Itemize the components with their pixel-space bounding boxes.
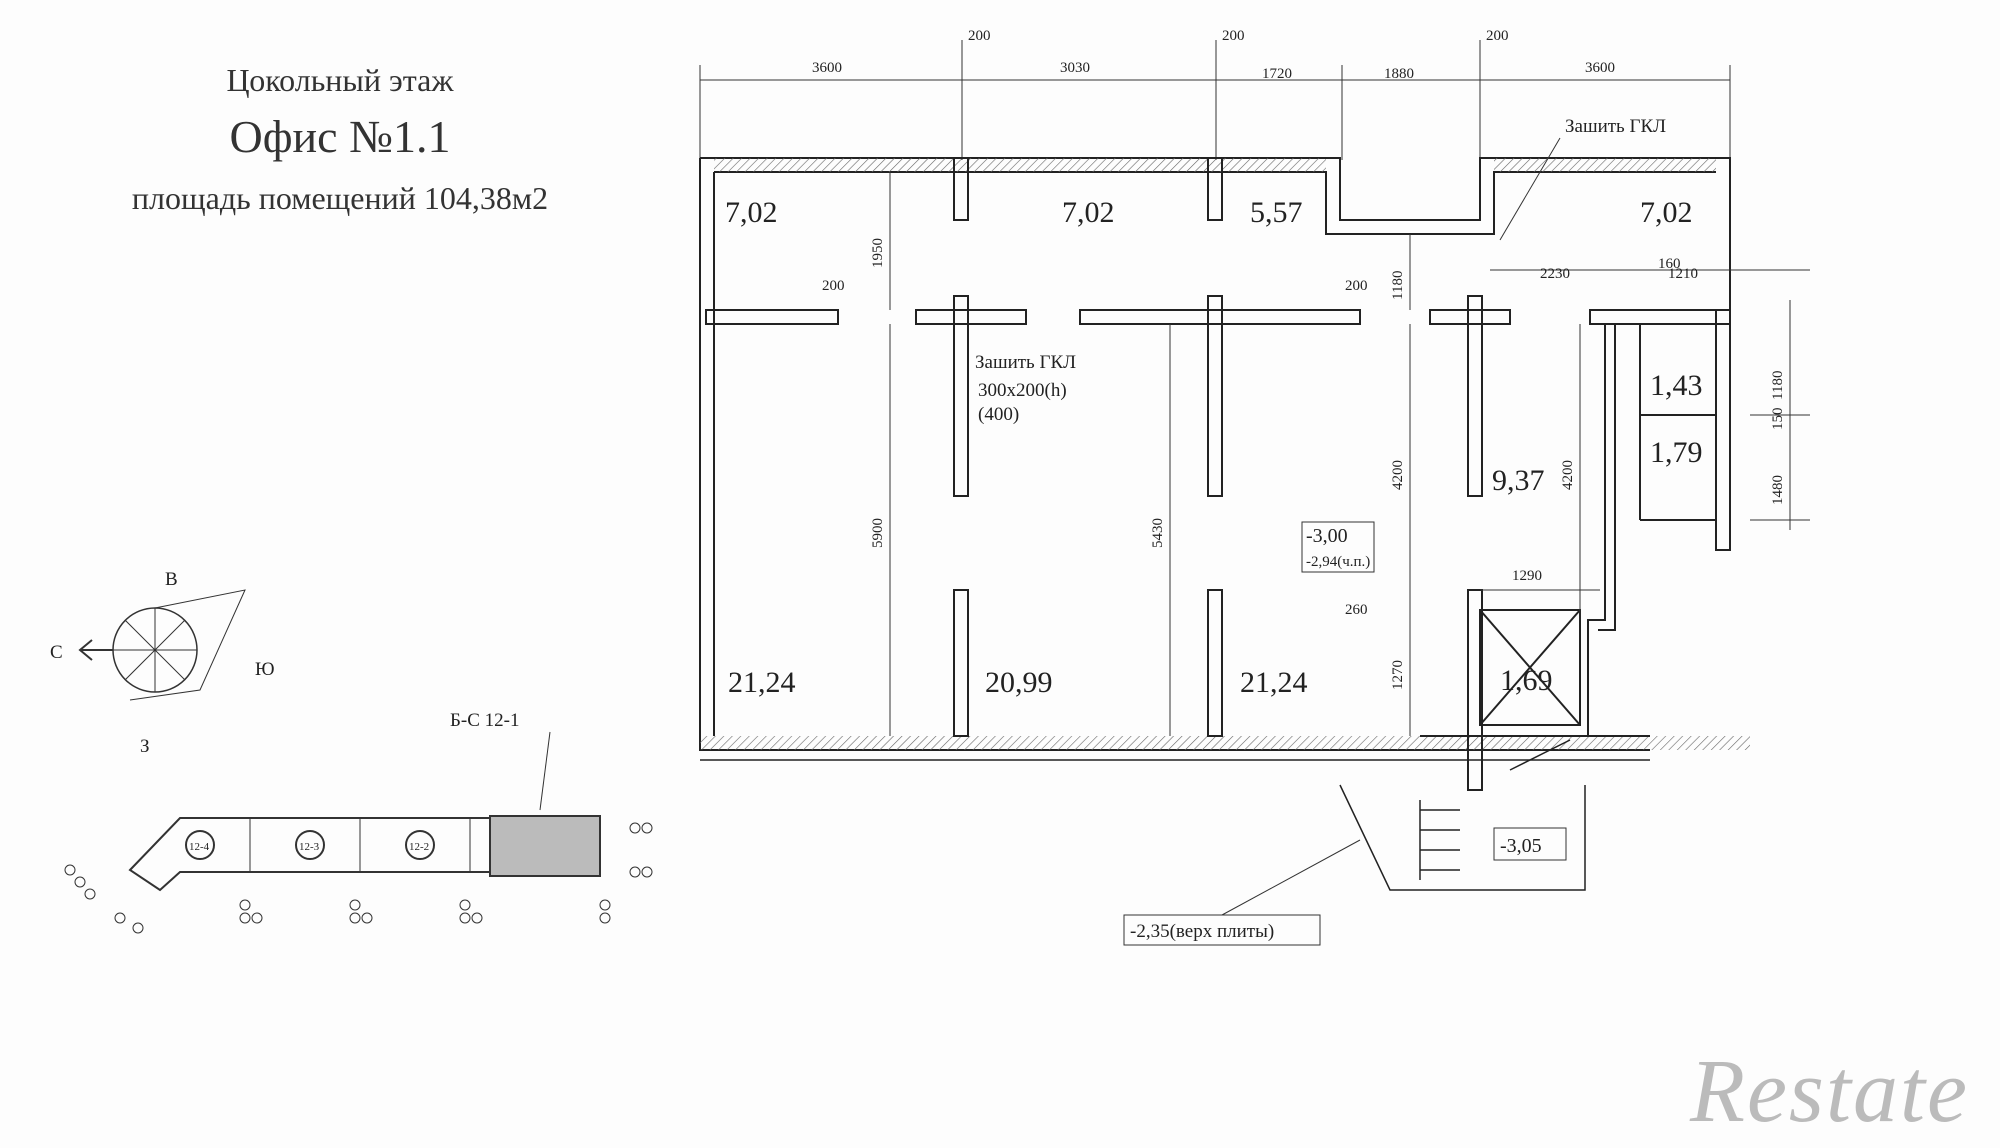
total-area-label: площадь помещений 104,38м2 (131, 180, 549, 216)
dim-150: 150 (1770, 408, 1786, 431)
room-area-6: 20,99 (985, 666, 1053, 699)
level-box-stair (1493, 827, 1567, 861)
dim-1210: 1210 (1668, 266, 1698, 282)
outer-walls (699, 157, 1731, 751)
room-area-9: 1,43 (1650, 369, 1703, 402)
dim-top-1: 3600 (812, 60, 842, 76)
dim-top-4: 200 (1222, 28, 1245, 44)
room-area-5: 21,24 (728, 666, 796, 699)
wall-hatch-bottom (700, 736, 1750, 750)
compass-north: С (50, 642, 63, 663)
dim-160: 160 (1658, 256, 1681, 272)
dim-top-8: 3600 (1585, 60, 1615, 76)
note-gkl-mid: Зашить ГКЛ (975, 352, 1076, 373)
dim-top-3: 3030 (1060, 60, 1090, 76)
compass-west: З (140, 736, 150, 757)
room-area-3: 5,57 (1250, 196, 1303, 229)
wall-hatch-top-right (1494, 158, 1716, 172)
floor-title: Цокольный этаж (226, 62, 454, 98)
dim-4200-a: 4200 (1390, 460, 1406, 490)
level-main-sub: -2,94(ч.п.) (1306, 554, 1370, 570)
dim-1480: 1480 (1770, 475, 1786, 505)
dim-1180-b: 1180 (1770, 371, 1786, 400)
compass-east: В (165, 569, 178, 590)
dim-1180-a: 1180 (1390, 271, 1406, 300)
dim-1950: 1950 (870, 238, 886, 268)
dim-200-a: 200 (822, 278, 845, 294)
room-area-2: 7,02 (1062, 196, 1115, 229)
office-title: Офис №1.1 (229, 111, 451, 162)
dim-top-2: 200 (968, 28, 991, 44)
entrance-stair (1339, 739, 1586, 891)
dim-4200-b: 4200 (1560, 460, 1576, 490)
room-area-7: 21,24 (1240, 666, 1308, 699)
room-area-1: 7,02 (725, 196, 778, 229)
level-stair: -3,05 (1500, 835, 1542, 857)
note-beam-sub: (400) (978, 404, 1019, 425)
compass-rose: С В Ю З (50, 569, 275, 757)
site-key-plan: Б-С 12-1 12-4 12-3 12-2 (64, 710, 653, 934)
wall-hatch-top (714, 158, 1326, 172)
dim-top-6: 1880 (1384, 66, 1414, 82)
dim-5430: 5430 (1150, 518, 1166, 548)
room-area-11: 1,69 (1500, 664, 1553, 697)
dim-260: 260 (1345, 602, 1368, 618)
top-dimension-chain (699, 40, 1731, 160)
watermark-logo: Restate (1690, 1042, 1969, 1141)
section-2: 12-2 (409, 841, 429, 853)
dim-top-5: 1720 (1262, 66, 1292, 82)
compass-south: Ю (255, 659, 275, 680)
room-area-10: 1,79 (1650, 436, 1703, 469)
room-area-8: 9,37 (1492, 464, 1545, 497)
dim-200-b: 200 (1345, 278, 1368, 294)
slab-top-label: -2,35(верх плиты) (1130, 921, 1274, 942)
room-area-4: 7,02 (1640, 196, 1693, 229)
dim-2230: 2230 (1540, 266, 1570, 282)
note-beam-size: 300х200(h) (978, 380, 1067, 401)
section-3: 12-3 (299, 841, 320, 853)
dim-1290: 1290 (1512, 568, 1542, 584)
interior-walls (705, 157, 1731, 791)
dim-5900: 5900 (870, 518, 886, 548)
dim-top-7: 200 (1486, 28, 1509, 44)
dim-1270: 1270 (1390, 660, 1406, 690)
section-4: 12-4 (189, 841, 210, 853)
level-main: -3,00 (1306, 525, 1348, 547)
level-box-main (1301, 521, 1375, 573)
note-gkl-top: Зашить ГКЛ (1565, 116, 1666, 137)
block-label: Б-С 12-1 (450, 710, 520, 731)
